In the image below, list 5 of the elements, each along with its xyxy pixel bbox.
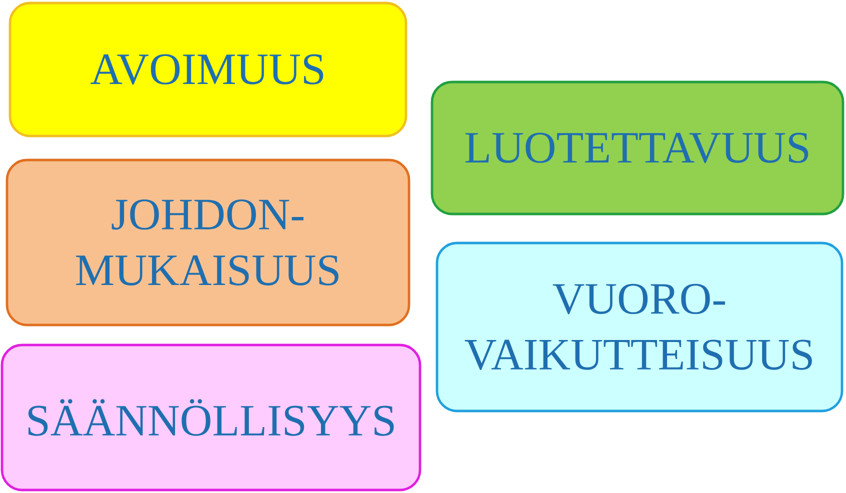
keyword-box: VUORO- VAIKUTTEISUUS [436,242,844,412]
keyword-box: AVOIMUUS [8,2,408,138]
keyword-box: LUOTETTAVUUS [430,80,844,216]
keyword-box: SÄÄNNÖLLISYYS [0,344,422,492]
keyword-box: JOHDON- MUKAISUUS [6,158,410,326]
